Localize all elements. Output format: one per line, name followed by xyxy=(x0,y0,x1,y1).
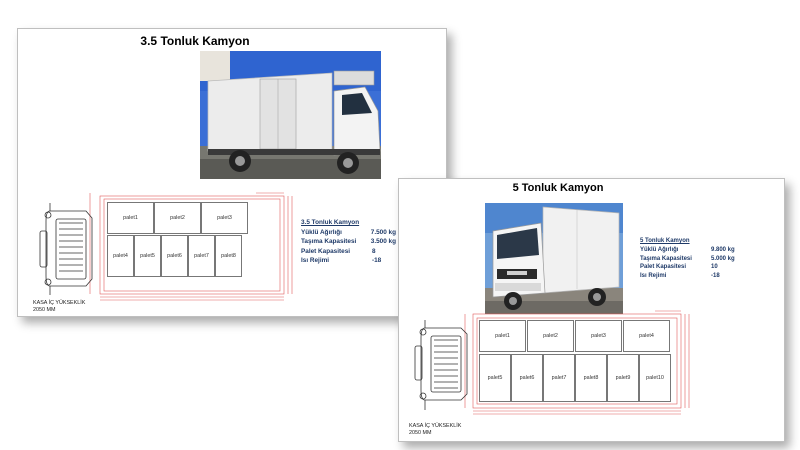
spec-label: Taşıma Kapasitesi xyxy=(640,255,692,262)
plan-lines xyxy=(39,192,293,301)
kasa-height-note: KASA İÇ YÜKSEKLİK 2050 MM xyxy=(33,300,85,313)
pallet: palet9 xyxy=(607,354,639,402)
spec-row: Taşıma Kapasitesi 3.500 kg xyxy=(301,237,396,246)
slide-title: 3.5 Tonluk Kamyon xyxy=(140,34,250,48)
pallet: palet8 xyxy=(215,235,242,277)
pallet: palet4 xyxy=(107,235,134,277)
kasa-label: KASA İÇ YÜKSEKLİK xyxy=(409,423,462,429)
spec-table: 3.5 Tonluk Kamyon Yüklü Ağırlığı 7.500 kg… xyxy=(301,219,396,265)
spec-label: Isı Rejimi xyxy=(301,256,330,264)
spec-label: Taşıma Kapasitesi xyxy=(301,238,357,246)
pallet: palet6 xyxy=(511,354,543,402)
pallet: palet5 xyxy=(134,235,161,277)
pallet-floor-plan: palet1 palet2 palet3 palet4 palet5 palet… xyxy=(405,302,701,420)
kasa-label: KASA İÇ YÜKSEKLİK xyxy=(33,300,86,306)
spec-row: Palet Kapasitesi 8 xyxy=(301,247,396,256)
pallet: palet1 xyxy=(107,202,154,234)
spec-value: -18 xyxy=(711,272,720,279)
spec-label: Palet Kapasitesi xyxy=(301,247,351,255)
pallet-floor-plan: palet1 palet2 palet3 palet4 palet5 palet… xyxy=(26,181,296,301)
pallet: palet3 xyxy=(575,320,622,352)
spec-value: -18 xyxy=(372,256,382,264)
spec-row: Yüklü Ağırlığı 9.800 kg xyxy=(640,246,735,255)
spec-label: Yüklü Ağırlığı xyxy=(301,229,342,236)
slide-5-ton: 5 Tonluk Kamyon 5 Tonluk Kamyon Yüklü Ağ… xyxy=(398,178,785,442)
pallet: palet2 xyxy=(154,202,201,234)
truck-photo-isuzu xyxy=(485,203,623,314)
kasa-height-note: KASA İÇ YÜKSEKLİK 2050 MM xyxy=(409,423,461,436)
pallet: palet3 xyxy=(201,202,248,234)
pallet: palet10 xyxy=(639,354,671,402)
spec-value: 7.500 kg xyxy=(370,229,396,236)
spec-row: Taşıma Kapasitesi 5.000 kg xyxy=(640,255,735,264)
spec-value: 10 xyxy=(711,264,718,270)
spec-label: Yüklü Ağırlığı xyxy=(640,247,679,253)
spec-value: 9.800 kg xyxy=(711,247,735,253)
pallet: palet8 xyxy=(575,354,607,402)
pallet: palet6 xyxy=(161,235,188,277)
spec-row: Isı Rejimi -18 xyxy=(301,256,396,265)
slide-title: 5 Tonluk Kamyon xyxy=(512,182,604,194)
spec-heading: 5 Tonluk Kamyon xyxy=(640,238,690,244)
spec-value: 5.000 kg xyxy=(711,255,735,262)
plan-lines xyxy=(414,310,690,415)
kasa-value: 2050 MM xyxy=(33,306,56,313)
kasa-value: 2050 MM xyxy=(409,429,432,436)
spec-table: 5 Tonluk Kamyon Yüklü Ağırlığı 9.800 kg T… xyxy=(640,238,735,280)
pallet: palet1 xyxy=(479,320,526,352)
pallet: palet7 xyxy=(543,354,575,402)
spec-heading: 3.5 Tonluk Kamyon xyxy=(301,219,360,226)
slide-3-5-ton: 3.5 Tonluk Kamyon 3.5 Tonluk Kamyon Yükl… xyxy=(17,28,447,317)
pallet: palet2 xyxy=(527,320,574,352)
spec-row: Palet Kapasitesi 10 xyxy=(640,263,735,272)
spec-label: Palet Kapasitesi xyxy=(640,264,687,270)
truck-photo-white-box xyxy=(200,51,381,179)
spec-row: Yüklü Ağırlığı 7.500 kg xyxy=(301,228,396,237)
spec-label: Isı Rejimi xyxy=(640,272,667,279)
pallet: palet7 xyxy=(188,235,215,277)
pallet: palet5 xyxy=(479,354,511,402)
spec-value: 8 xyxy=(372,247,376,255)
spec-row: Isı Rejimi -18 xyxy=(640,272,735,281)
pallet: palet4 xyxy=(623,320,670,352)
spec-value: 3.500 kg xyxy=(370,238,396,246)
